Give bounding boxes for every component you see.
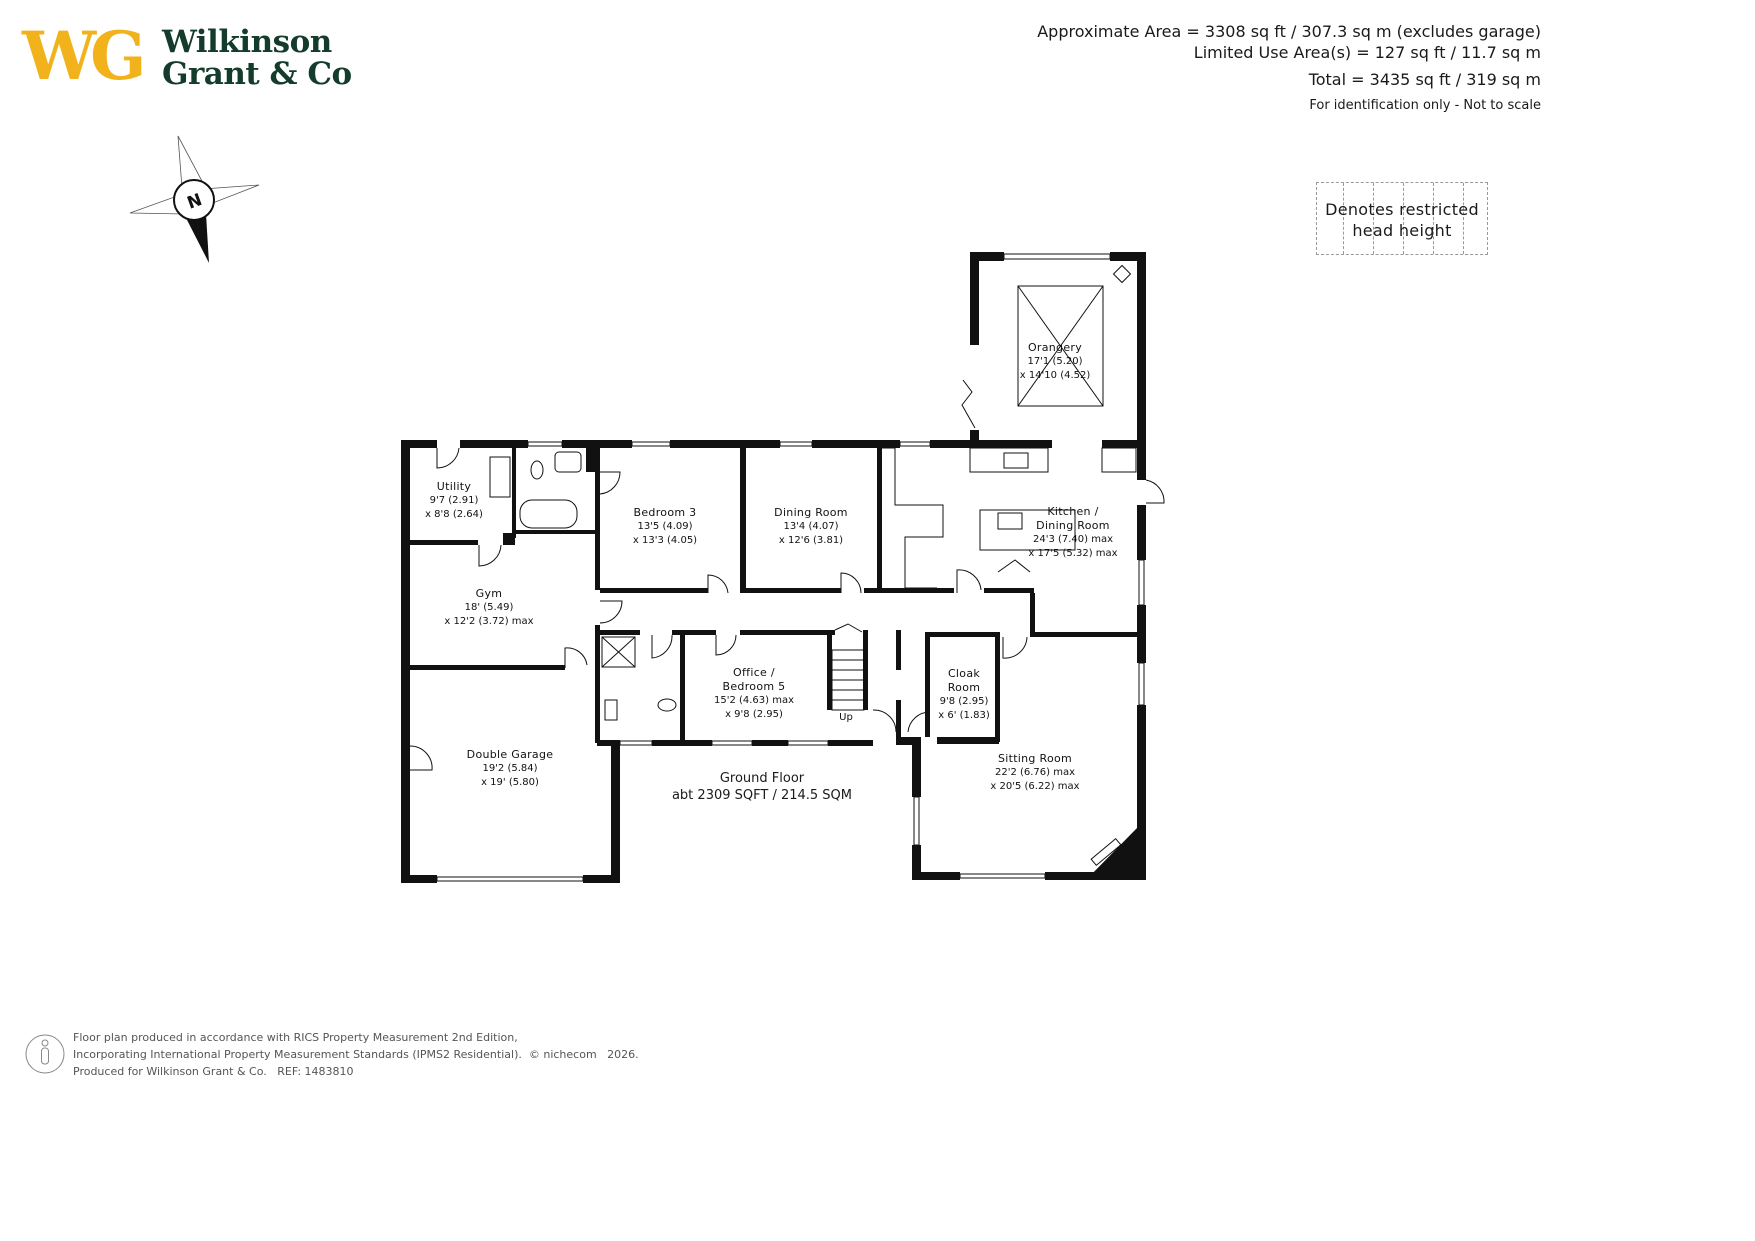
room-orangery: Orangery 17'1 (5.20) x 14'10 (4.52) [1015, 341, 1095, 383]
room-cloak-room: Cloak Room 9'8 (2.95) x 6' (1.83) [932, 667, 996, 723]
room-gym: Gym 18' (5.49) x 12'2 (3.72) max [439, 587, 539, 629]
compass-icon: N [129, 135, 260, 263]
room-name: Kitchen / [1047, 505, 1099, 518]
room-dimension: x 13'3 (4.05) [632, 535, 698, 546]
room-name: Dining Room [774, 506, 848, 519]
room-dimension: x 12'6 (3.81) [778, 535, 844, 546]
door-swings [409, 379, 1165, 771]
room-office-bedroom-5: Office / Bedroom 5 15'2 (4.63) max x 9'8… [704, 666, 804, 722]
room-dimension: 15'2 (4.63) max [713, 695, 795, 706]
company-logo: WG Wilkinson Grant & Co [22, 17, 352, 95]
compass-north-label: N [185, 190, 205, 214]
logo-name-line1: Wilkinson [162, 24, 332, 60]
room-dimension: 9'7 (2.91) [429, 495, 479, 506]
room-name: Office / [733, 666, 775, 679]
room-dimension: x 12'2 (3.72) max [444, 616, 534, 627]
footer-line1: Floor plan produced in accordance with R… [73, 1031, 518, 1044]
scale-disclaimer: For identification only - Not to scale [1309, 98, 1541, 113]
room-dimension: 9'8 (2.95) [939, 696, 989, 707]
footer-ref: REF: 1483810 [277, 1065, 354, 1078]
footer-line3: Produced for Wilkinson Grant & Co. [73, 1065, 267, 1078]
logo-name-line2: Grant & Co [162, 56, 352, 92]
floor-label: Ground Floor abt 2309 SQFT / 214.5 SQM [652, 770, 872, 804]
windows [402, 253, 1145, 882]
total-area: Total = 3435 sq ft / 319 sq m [1308, 70, 1541, 89]
legend-text-line2: head height [1352, 221, 1452, 240]
person-scale-icon [25, 1034, 65, 1074]
room-dimension: x 20'5 (6.22) max [990, 781, 1080, 792]
room-name: Cloak [947, 667, 981, 680]
room-name: Bedroom 3 [633, 506, 697, 519]
room-dimension: 18' (5.49) [464, 602, 514, 613]
logo-initials: WG [22, 17, 146, 95]
room-name: Gym [475, 587, 503, 600]
room-utility: Utility 9'7 (2.91) x 8'8 (2.64) [419, 480, 489, 522]
room-name: Double Garage [466, 748, 554, 761]
stairs-up-label: Up [839, 712, 853, 723]
room-dimension: x 19' (5.80) [481, 777, 539, 788]
room-dimension: 13'5 (4.09) [637, 521, 693, 532]
room-dining-room: Dining Room 13'4 (4.07) x 12'6 (3.81) [762, 506, 860, 548]
limited-use-area: Limited Use Area(s) = 127 sq ft / 11.7 s… [1193, 43, 1541, 62]
room-dimension: 17'1 (5.20) [1027, 356, 1083, 367]
room-name: Utility [436, 480, 472, 493]
room-sitting-room: Sitting Room 22'2 (6.76) max x 20'5 (6.2… [975, 752, 1095, 794]
room-dimension: x 8'8 (2.64) [425, 509, 483, 520]
room-dimension: x 9'8 (2.95) [725, 709, 783, 720]
room-name-line2: Room [947, 681, 981, 694]
interior-walls [410, 448, 1138, 745]
footer-year: 2026. [607, 1048, 639, 1061]
room-name: Sitting Room [997, 752, 1073, 765]
footer-line2: Incorporating International Property Mea… [73, 1048, 522, 1061]
room-dimension: x 14'10 (4.52) [1019, 370, 1091, 381]
floor-area: abt 2309 SQFT / 214.5 SQM [671, 788, 853, 803]
room-dimension: 22'2 (6.76) max [994, 767, 1076, 778]
walls [401, 252, 1146, 883]
room-double-garage: Double Garage 19'2 (5.84) x 19' (5.80) [450, 748, 570, 790]
floor-plan: N [129, 135, 1165, 883]
legend-text-line1: Denotes restricted [1325, 200, 1479, 219]
fixtures [489, 264, 1137, 867]
footer-copyright: © nichecom [528, 1048, 597, 1061]
room-name-line2: Dining Room [1036, 519, 1110, 532]
room-bedroom-3: Bedroom 3 13'5 (4.09) x 13'3 (4.05) [620, 506, 710, 548]
room-dimension: 24'3 (7.40) max [1032, 534, 1114, 545]
room-dimension: x 6' (1.83) [938, 710, 990, 721]
room-dimension: 13'4 (4.07) [783, 521, 839, 532]
approximate-area: Approximate Area = 3308 sq ft / 307.3 sq… [1037, 22, 1541, 41]
footer-credits: Floor plan produced in accordance with R… [73, 1029, 639, 1080]
room-dimension: 19'2 (5.84) [482, 763, 538, 774]
room-kitchen-dining: Kitchen / Dining Room 24'3 (7.40) max x … [1023, 505, 1123, 561]
floor-name: Ground Floor [719, 771, 805, 786]
restricted-height-legend: Denotes restricted head height [1316, 182, 1488, 255]
room-dimension: x 17'5 (5.32) max [1028, 548, 1118, 559]
room-name: Orangery [1027, 341, 1083, 354]
room-name-line2: Bedroom 5 [722, 680, 786, 693]
